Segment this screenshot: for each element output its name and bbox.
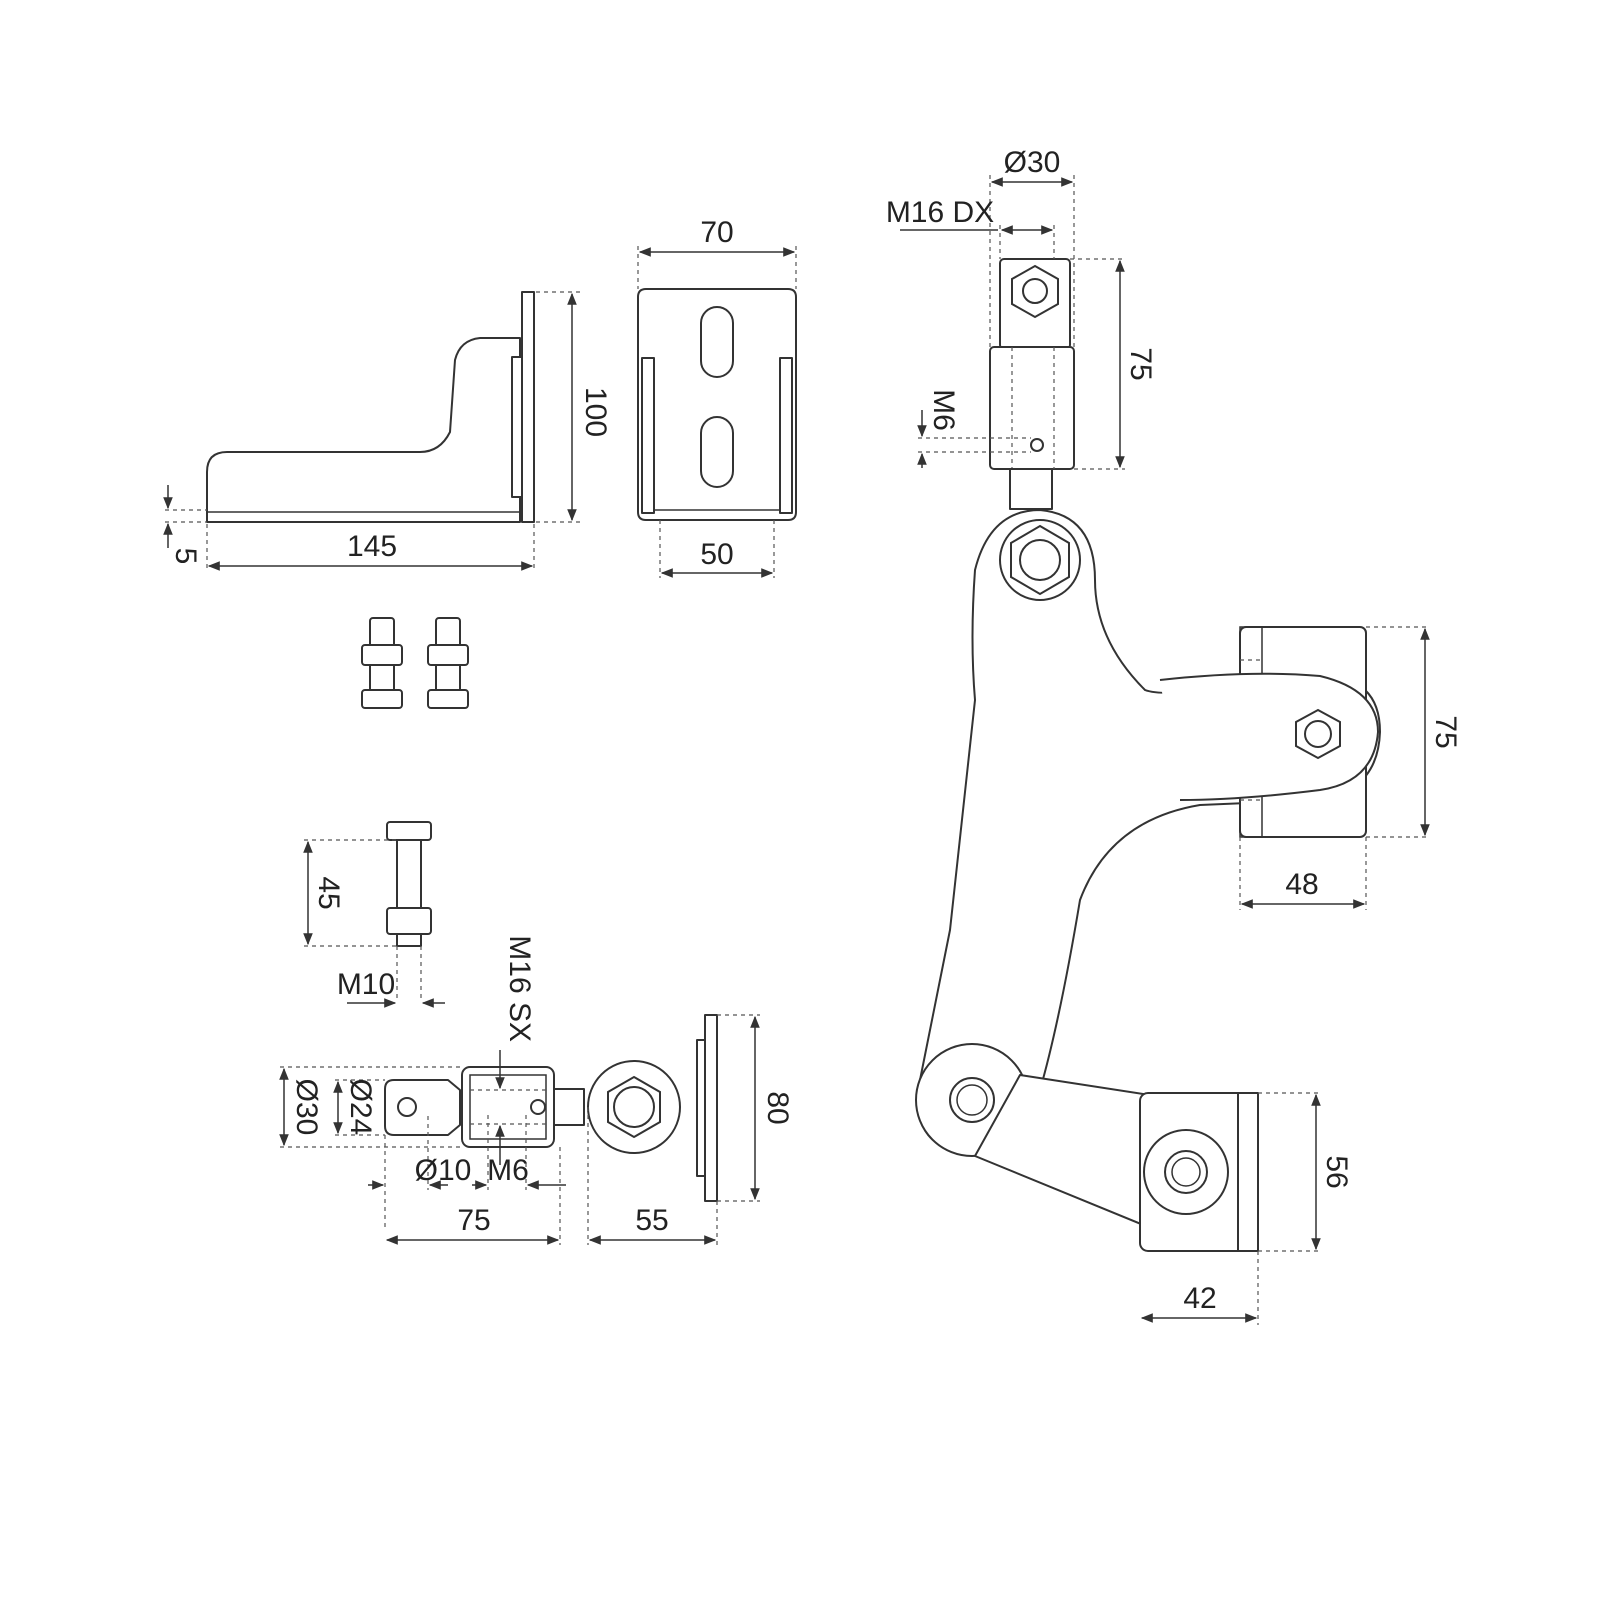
arm-dimensions: Ø30 M16 DX 75 M6 75 48 56 xyxy=(886,146,1462,1325)
bolt-length-label: 45 xyxy=(312,876,345,909)
bolt-pair xyxy=(361,617,469,709)
top-length-label: 75 xyxy=(1124,347,1157,380)
m10-bolt xyxy=(386,821,432,947)
bracket-height-label: 100 xyxy=(579,387,612,437)
pin-eye-mount xyxy=(587,1014,718,1202)
plate-inner-label: 50 xyxy=(700,538,733,571)
l-bracket-dimensions: 100 5 145 xyxy=(163,291,612,572)
right-plate-depth-label: 48 xyxy=(1285,868,1318,901)
top-diameter-label: Ø30 xyxy=(1004,146,1061,179)
articulated-arm xyxy=(915,258,1381,1252)
plate-width-label: 70 xyxy=(700,216,733,249)
pin-hole-label: Ø10 xyxy=(415,1154,472,1187)
m10-bolt-dimensions: 45 M10 xyxy=(303,839,445,1008)
lower-plate-depth-label: 42 xyxy=(1183,1282,1216,1315)
eye-plate-height-label: 80 xyxy=(761,1091,794,1124)
bracket-length-label: 145 xyxy=(347,530,397,563)
pin-length-label: 75 xyxy=(457,1204,490,1237)
pin-inner-label: Ø24 xyxy=(344,1079,377,1136)
eye-length-label: 55 xyxy=(635,1204,668,1237)
l-bracket-side-view xyxy=(206,291,535,523)
bolt-thread-label: M10 xyxy=(337,968,395,1001)
pin-assembly xyxy=(384,1066,585,1148)
top-thread-label: M16 DX xyxy=(886,196,994,229)
pin-outer-label: Ø30 xyxy=(290,1079,323,1136)
pin-thread-label: M16 SX xyxy=(503,935,536,1042)
plate-dimensions: 70 50 xyxy=(637,216,797,578)
pin-setscrew-label: M6 xyxy=(487,1154,529,1187)
pin-dimensions: Ø30 Ø24 M16 SX Ø10 M6 75 55 80 xyxy=(279,935,794,1245)
right-plate-height-label: 75 xyxy=(1429,715,1462,748)
top-setscrew-label: M6 xyxy=(927,389,960,431)
lower-plate-height-label: 56 xyxy=(1320,1155,1353,1188)
bracket-thickness-label: 5 xyxy=(169,548,202,565)
plate-front-view xyxy=(637,288,797,521)
